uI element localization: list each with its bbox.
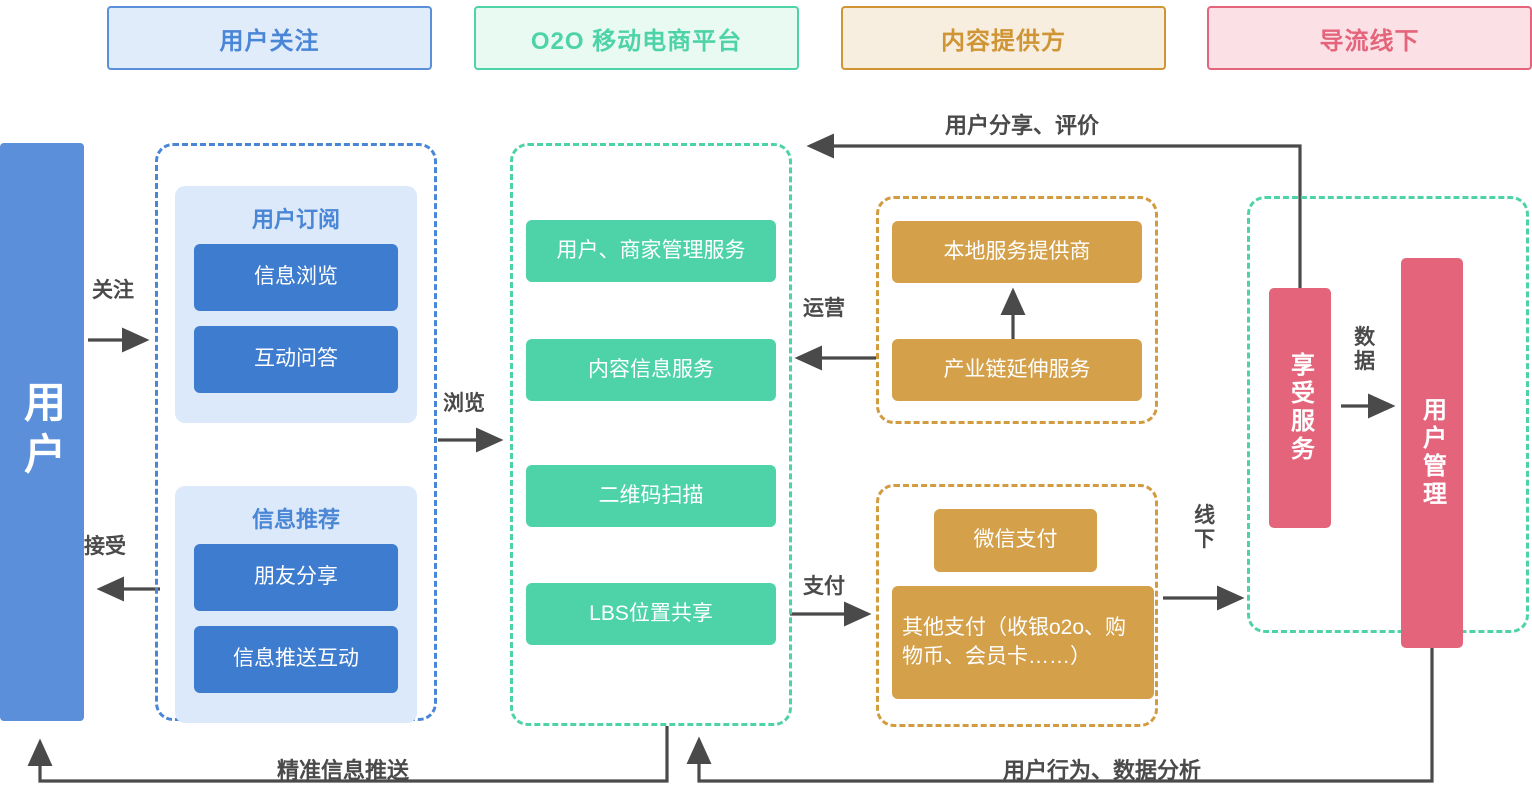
node-label: 微信支付 <box>973 528 1058 552</box>
node-label: 本地服务提供商 <box>943 239 1091 263</box>
legend-user-focus: 用户关注 <box>107 6 432 70</box>
node-label: 信息推送互动 <box>233 647 359 671</box>
edge-label-share-review: 用户分享、评价 <box>945 113 1100 138</box>
node-label: LBS位置共享 <box>589 601 713 625</box>
legend-offline-channel: 导流线下 <box>1207 6 1532 70</box>
edge-label-offline: 线下 <box>1194 504 1216 552</box>
legend-label: O2O 移动电商平台 <box>530 27 743 55</box>
panel-title-user-subscribe: 用户订阅 <box>251 207 340 232</box>
node-local-service-provider[interactable]: 本地服务提供商 <box>892 221 1142 283</box>
edge-label-precise-push: 精准信息推送 <box>277 758 410 783</box>
node-label: 用户、商家管理服务 <box>556 238 746 262</box>
node-enjoy-service[interactable]: 享受服务 <box>1269 288 1331 528</box>
edge-label-data: 数据 <box>1354 326 1376 374</box>
edge-label-pay: 支付 <box>803 575 845 598</box>
node-info-browse[interactable]: 信息浏览 <box>194 244 398 311</box>
node-label: 享受服务 <box>1286 352 1314 464</box>
edge-label-behavior-analysis: 用户行为、数据分析 <box>1003 758 1202 783</box>
group-payment <box>876 484 1158 727</box>
group-content-provider-operation <box>876 196 1158 424</box>
edge-label-browse: 浏览 <box>443 392 485 415</box>
panel-title-info-recommend: 信息推荐 <box>251 507 340 532</box>
edge-label-follow: 关注 <box>92 279 134 302</box>
node-label: 互动问答 <box>254 347 338 371</box>
node-push-interaction[interactable]: 信息推送互动 <box>194 626 398 693</box>
node-content-info-service[interactable]: 内容信息服务 <box>526 339 776 401</box>
legend-label: 用户关注 <box>219 27 320 55</box>
edge-label-accept: 接受 <box>84 535 126 558</box>
legend-label: 导流线下 <box>1319 27 1420 55</box>
node-wechat-pay[interactable]: 微信支付 <box>934 509 1097 572</box>
user-bar: 用户 <box>0 143 84 721</box>
node-interactive-qa[interactable]: 互动问答 <box>194 326 398 393</box>
node-friend-share[interactable]: 朋友分享 <box>194 544 398 611</box>
node-other-payment[interactable]: 其他支付（收银o2o、购物币、会员卡……） <box>892 586 1154 699</box>
user-bar-label: 用户 <box>18 380 66 484</box>
node-label: 其他支付（收银o2o、购物币、会员卡……） <box>902 616 1127 668</box>
group-o2o-platform <box>510 143 792 726</box>
node-label: 用户管理 <box>1418 397 1446 509</box>
edge-label-operate: 运营 <box>803 297 845 320</box>
node-label: 朋友分享 <box>254 565 338 589</box>
node-qrcode-scan[interactable]: 二维码扫描 <box>526 465 776 527</box>
node-user-management[interactable]: 用户管理 <box>1401 258 1463 648</box>
node-user-merchant-service[interactable]: 用户、商家管理服务 <box>526 220 776 282</box>
legend-o2o-platform: O2O 移动电商平台 <box>474 6 799 70</box>
node-label: 信息浏览 <box>254 265 338 289</box>
node-lbs-location-share[interactable]: LBS位置共享 <box>526 583 776 645</box>
node-industry-chain-service[interactable]: 产业链延伸服务 <box>892 339 1142 401</box>
legend-content-provider: 内容提供方 <box>841 6 1166 70</box>
node-label: 内容信息服务 <box>588 357 714 381</box>
group-offline <box>1247 196 1529 633</box>
node-label: 二维码扫描 <box>598 483 704 507</box>
legend-label: 内容提供方 <box>941 27 1066 55</box>
node-label: 产业链延伸服务 <box>943 357 1091 381</box>
